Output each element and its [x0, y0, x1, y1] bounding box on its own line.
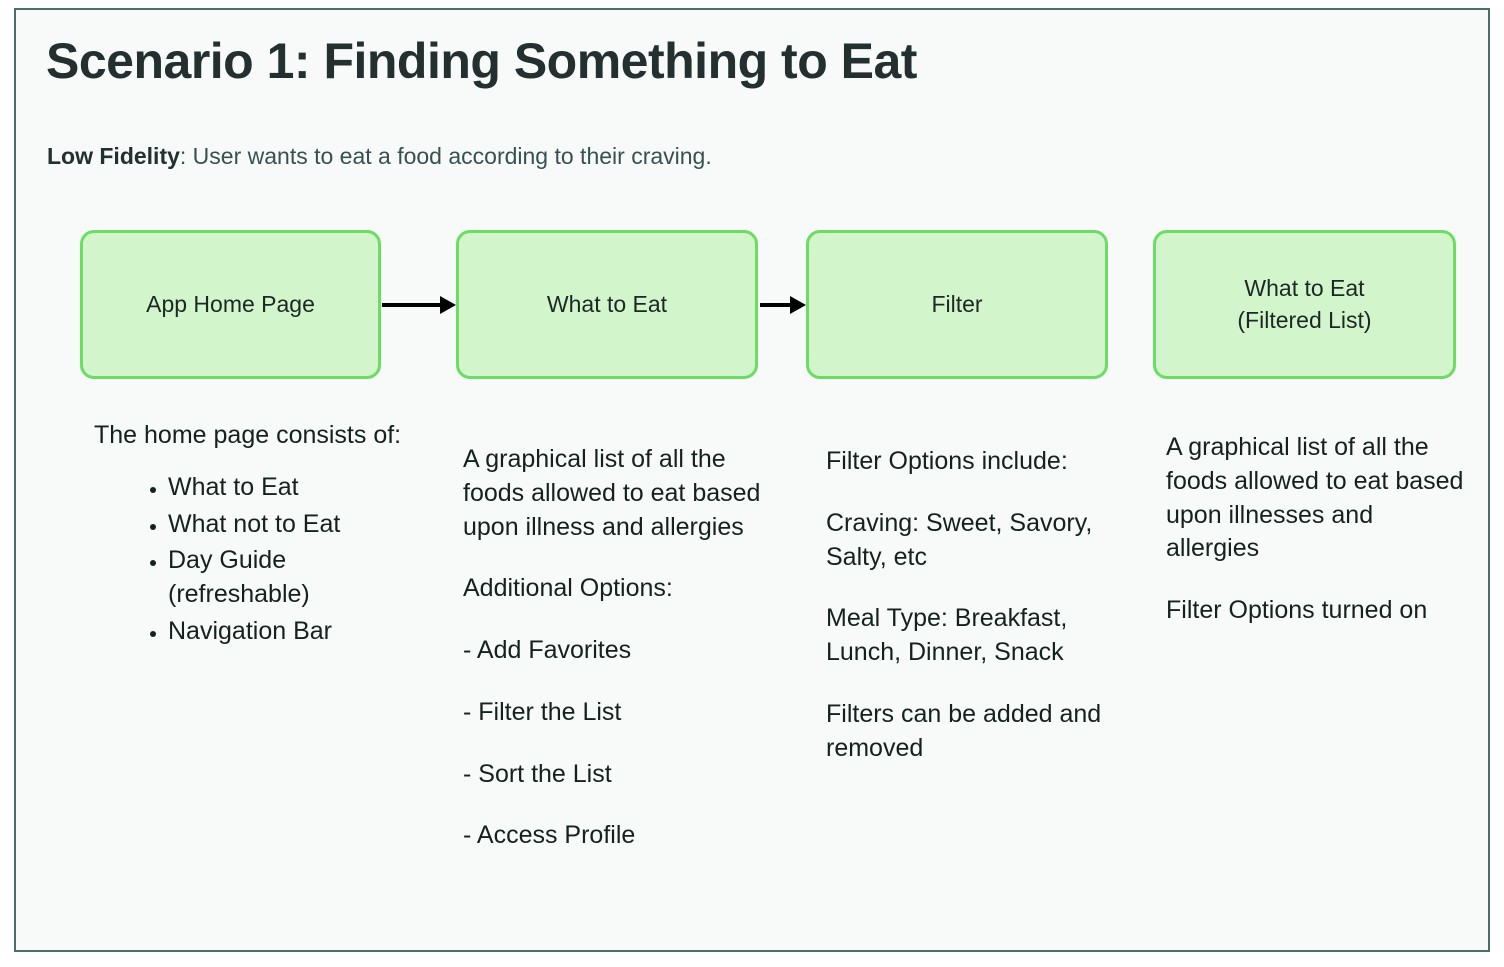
list-item: Day Guide (refreshable): [168, 544, 424, 612]
fidelity-label: Low Fidelity: [47, 143, 180, 169]
fidelity-separator: :: [179, 143, 193, 169]
column-4-intro: A graphical list of all the foods allowe…: [1166, 433, 1464, 563]
additional-options-heading: Additional Options:: [463, 574, 673, 603]
column-2-intro: A graphical list of all the foods allowe…: [463, 445, 761, 541]
home-page-feature-list: What to Eat What not to Eat Day Guide (r…: [94, 471, 424, 649]
flow-box-app-home-page[interactable]: App Home Page: [80, 230, 381, 379]
arrow-head: [790, 296, 806, 314]
flow-box-what-to-eat-filtered-list[interactable]: What to Eat(Filtered List): [1153, 230, 1456, 379]
option-filter-the-list: - Filter the List: [463, 697, 622, 726]
arrow-right-icon-home-to-what-to-eat: [382, 296, 456, 314]
column-app-home-page: The home page consists of: What to Eat W…: [94, 419, 424, 652]
option-sort-the-list: - Sort the List: [463, 759, 612, 788]
column-what-to-eat-filtered: A graphical list of all the foods allowe…: [1166, 431, 1466, 628]
option-access-profile: - Access Profile: [463, 821, 636, 850]
arrow-shaft: [760, 303, 792, 307]
filter-meal-type-options: Meal Type: Breakfast, Lunch, Dinner, Sna…: [826, 604, 1068, 666]
arrow-right-icon-what-to-eat-to-filter: [760, 296, 806, 314]
column-3-intro: Filter Options include:: [826, 447, 1068, 475]
filter-note: Filters can be added and removed: [826, 699, 1102, 762]
arrow-head: [440, 296, 456, 314]
list-item: Navigation Bar: [168, 615, 424, 649]
option-add-favorites: - Add Favorites: [463, 636, 632, 664]
column-filter: Filter Options include: Craving: Sweet, …: [826, 445, 1126, 765]
flow-box-filter[interactable]: Filter: [806, 230, 1108, 379]
fidelity-description: User wants to eat a food according to th…: [192, 143, 712, 169]
column-1-intro: The home page consists of:: [94, 421, 402, 449]
page-title: Scenario 1: Finding Something to Eat: [46, 33, 917, 89]
diagram-frame: Scenario 1: Finding Something to Eat Low…: [14, 8, 1490, 952]
list-item: What not to Eat: [168, 508, 424, 542]
filtered-note: Filter Options turned on: [1166, 596, 1428, 624]
arrow-shaft: [382, 303, 442, 307]
list-item: What to Eat: [168, 471, 424, 505]
filter-craving-options: Craving: Sweet, Savory, Salty, etc: [826, 508, 1093, 571]
flow-box-what-to-eat[interactable]: What to Eat: [456, 230, 758, 379]
fidelity-caption: Low Fidelity: User wants to eat a food a…: [47, 143, 712, 170]
column-what-to-eat: A graphical list of all the foods allowe…: [463, 443, 763, 853]
